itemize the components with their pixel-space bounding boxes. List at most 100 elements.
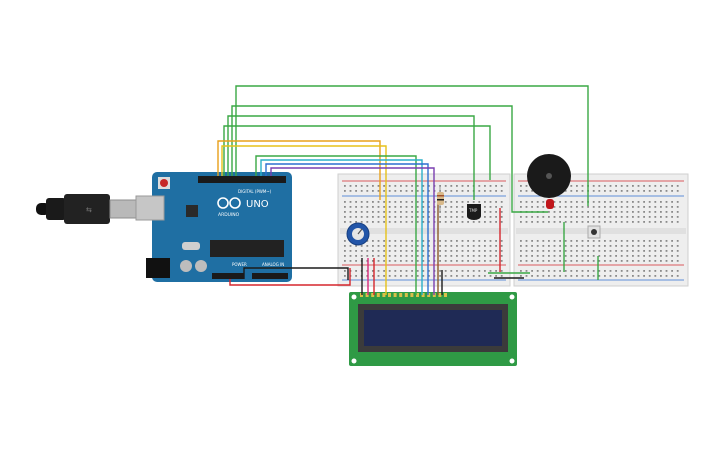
breadboard-hole [484, 216, 486, 218]
breadboard-hole [456, 185, 458, 187]
breadboard-hole [461, 275, 464, 277]
breadboard-hole [377, 211, 380, 213]
breadboard-hole [620, 275, 623, 277]
breadboard-hole [676, 201, 679, 203]
wire-gnd [243, 267, 349, 280]
breadboard-hole [344, 275, 346, 277]
breadboard-hole [383, 270, 385, 272]
breadboard-hole [472, 255, 475, 257]
breadboard-hole [411, 240, 413, 242]
breadboard-hole [570, 255, 573, 257]
breadboard-hole [553, 245, 556, 247]
breadboard-hole [411, 190, 413, 192]
breadboard-hole [444, 240, 447, 242]
breadboard-hole [394, 201, 397, 203]
usb-cable: ⇆ [36, 194, 137, 224]
breadboard-hole [360, 185, 363, 187]
wire-lcd-d7 [270, 167, 435, 295]
breadboard-hole [461, 260, 464, 262]
atmega-chip [210, 240, 284, 257]
breadboard-hole [536, 260, 539, 262]
breadboard-hole [581, 216, 584, 218]
breadboard-hole [671, 221, 673, 223]
breadboard-hole [671, 211, 673, 213]
breadboard-hole [484, 221, 486, 223]
breadboard-hole [615, 250, 617, 252]
breadboard-hole [553, 221, 556, 223]
breadboard-hole [665, 270, 668, 272]
breadboard-hole [500, 245, 503, 247]
breadboard-hole [587, 211, 589, 213]
breadboard-hole [400, 260, 402, 262]
breadboard-hole [461, 185, 464, 187]
breadboard-hole [615, 275, 617, 277]
breadboard-hole [676, 260, 679, 262]
breadboard-hole [559, 240, 561, 242]
breadboard-hole [439, 221, 441, 223]
breadboard-hole [632, 275, 634, 277]
breadboard-hole [366, 255, 369, 257]
breadboard-hole [416, 201, 419, 203]
breadboard-hole [671, 250, 673, 252]
breadboard-hole [570, 211, 573, 213]
breadboard-hole [461, 221, 464, 223]
breadboard-hole [405, 185, 408, 187]
breadboard-hole [654, 250, 657, 252]
breadboard-hole [665, 211, 668, 213]
breadboard-hole [598, 260, 601, 262]
breadboard-hole [484, 275, 486, 277]
breadboard-hole [576, 201, 578, 203]
breadboard-hole [620, 216, 623, 218]
breadboard-hole [388, 190, 391, 192]
power-jack [146, 258, 170, 278]
breadboard-hole [548, 221, 550, 223]
breadboard-hole [525, 260, 528, 262]
breadboard-hole [643, 255, 645, 257]
breadboard-hole [542, 221, 545, 223]
breadboard-hole [676, 216, 679, 218]
breadboard-hole [416, 270, 419, 272]
breadboard-hole [500, 201, 503, 203]
breadboard-hole [637, 216, 640, 218]
lcd-pin [438, 293, 442, 297]
breadboard-hole [598, 201, 601, 203]
breadboard-hole [654, 216, 657, 218]
breadboard-hole [553, 216, 556, 218]
breadboard-hole [377, 255, 380, 257]
lcd-pin [371, 293, 375, 297]
breadboard-hole [360, 255, 363, 257]
breadboard-hole [564, 270, 567, 272]
breadboard-hole [676, 190, 679, 192]
breadboard-hole [405, 275, 408, 277]
breadboard-hole [660, 250, 662, 252]
breadboard-hole [405, 270, 408, 272]
breadboard-hole [592, 206, 595, 208]
breadboard-hole [626, 250, 629, 252]
breadboard-hole [484, 201, 486, 203]
breadboard-hole [495, 260, 497, 262]
breadboard-hole [570, 201, 573, 203]
breadboard-hole [548, 245, 550, 247]
breadboard-hole [626, 275, 629, 277]
breadboard-hole [648, 245, 651, 247]
breadboard-hole [456, 221, 458, 223]
breadboard-hole [648, 211, 651, 213]
breadboard-hole [366, 245, 369, 247]
breadboard-hole [654, 190, 657, 192]
board-brand-label: ARDUINO [218, 212, 240, 218]
breadboard-hole [536, 270, 539, 272]
breadboard-hole [500, 240, 503, 242]
digital-label: DIGITAL (PWM~) [238, 189, 272, 194]
lcd-pin [404, 293, 408, 297]
lcd-pin [382, 293, 386, 297]
breadboard-hole [553, 255, 556, 257]
crystal [182, 242, 200, 250]
breadboard-hole [344, 211, 346, 213]
breadboard-hole [344, 260, 346, 262]
breadboard-hole [520, 240, 522, 242]
breadboard-hole [615, 185, 617, 187]
breadboard-hole [536, 250, 539, 252]
breadboard-hole [626, 216, 629, 218]
breadboard-hole [525, 216, 528, 218]
